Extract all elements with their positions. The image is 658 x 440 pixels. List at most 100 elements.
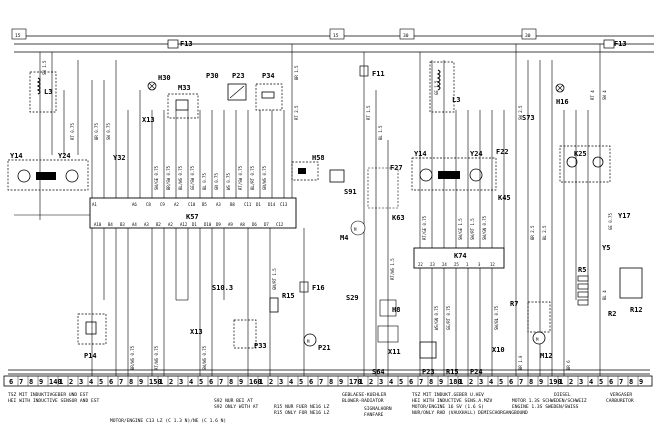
ruler-tick-label: 170	[349, 378, 362, 386]
ruler-tick-label: 3	[579, 378, 583, 386]
k57-pin: C9	[160, 202, 165, 207]
right-components: H16 F13 S73 F22 K45 K25 Y17 Y5 R5 R2 R12…	[419, 40, 643, 376]
ruler-tick-label: 190	[549, 378, 562, 386]
k57-pin: A2	[174, 202, 179, 207]
ruler-tick-label: 160	[249, 378, 262, 386]
k63-label: K63	[392, 214, 405, 222]
ruler-tick-label: 6	[109, 378, 113, 386]
caption-line: NUR/ONLY RHD (VAUXHALL)	[412, 410, 476, 416]
ruler-tick-label: 9	[639, 378, 643, 386]
ruler-tick-label: 8	[529, 378, 533, 386]
k57-pin: C13	[280, 202, 288, 207]
ruler-tick-label: 7	[419, 378, 423, 386]
ruler-tick-label: 2	[469, 378, 473, 386]
ruler-tick-label: 2	[369, 378, 373, 386]
k57-pin: A4	[132, 222, 137, 227]
y14-right-label: Y14	[414, 150, 427, 158]
ruler-tick-label: 1	[259, 378, 263, 386]
k57-pin: D10	[204, 222, 212, 227]
k57-pin: D9	[216, 222, 221, 227]
k57-pin: B2	[156, 222, 161, 227]
wire-label: RT/GE 0.75	[422, 215, 427, 240]
k57-pin: C8	[146, 202, 151, 207]
p23-top-label: P23	[232, 72, 245, 80]
ruler-tick-label: 5	[499, 378, 503, 386]
terminal-box	[329, 28, 345, 40]
caption-line: TSZ MIT INDUKTIVGEBER UND EST	[8, 392, 88, 398]
ruler-tick-label: 8	[229, 378, 233, 386]
y24-label: Y24	[58, 152, 71, 160]
k74-pin: 3	[478, 262, 481, 267]
ruler-tick-label: 2	[269, 378, 273, 386]
ruler-tick-label: 2	[69, 378, 73, 386]
fuse-f13-right	[603, 39, 615, 49]
x10-label: X10	[492, 346, 505, 354]
k74-module: K74 22 23 24 25 1 3 12	[413, 247, 505, 269]
l3-label: L3	[44, 88, 52, 96]
ruler-tick-label: 4	[289, 378, 293, 386]
ruler-tick-label: 1	[359, 378, 363, 386]
wire-label: SW/GE 1.5	[458, 218, 463, 240]
ruler-tick-label: 7	[219, 378, 223, 386]
sensor-group-top: M33 P30 P23 P34 X13	[142, 72, 283, 124]
wire-label: BL 1.5	[378, 125, 383, 140]
k74-pin: 25	[454, 262, 459, 267]
caption-line: S92 ONLY WITH AT	[214, 404, 258, 410]
ruler-tick-label: 1	[459, 378, 463, 386]
caption-line: MOTOR/ENGINE C13 LZ (C 1.3 N)/NE (C 1.6 …	[110, 418, 226, 424]
ruler-tick-label: 6	[9, 378, 13, 386]
k57-pin: B4	[108, 222, 113, 227]
ruler-tick-label: 5	[299, 378, 303, 386]
m12-label: M12	[540, 352, 553, 360]
wire-label: BR/SW 0.75	[166, 165, 171, 190]
f27-label: F27	[390, 164, 403, 172]
k57-box	[89, 197, 297, 229]
ruler-tick-label: 3	[79, 378, 83, 386]
k57-pin: C12	[276, 222, 284, 227]
ruler-tick-label: 8	[29, 378, 33, 386]
ruler-tick-label: 6	[509, 378, 513, 386]
wire-label: GE 0.75	[608, 213, 613, 230]
wire-label: BL 0.75	[202, 173, 207, 190]
wire-label: SW/GE 0.75	[154, 165, 159, 190]
k57-pin: A2	[168, 222, 173, 227]
s73-label: S73	[522, 114, 535, 122]
k57-pin: A3	[216, 202, 221, 207]
k57-pin: A6	[132, 202, 137, 207]
r7-label: R7	[510, 300, 518, 308]
wire-label: GN/RT 1.5	[272, 268, 277, 290]
wire-label: GN/WS 0.75	[262, 165, 267, 190]
ruler-tick-label: 9	[339, 378, 343, 386]
k57-pin: D7	[264, 222, 269, 227]
wire-label: RT/WS 1.5	[390, 258, 395, 280]
distributor-right: Y14 Y24	[411, 150, 497, 191]
ruler-tick-label: 5	[199, 378, 203, 386]
k57-pin: A1	[92, 202, 97, 207]
caption-line: R15 ONLY FOR NE16 LZ	[274, 410, 330, 416]
distributor-left: Y14 Y24 Y32	[7, 152, 126, 191]
caption-line: SIGNALHORN	[364, 406, 392, 412]
ruler-tick-label: 8	[629, 378, 633, 386]
wire-label: SW/BL 0.75	[494, 305, 499, 330]
s91-label: S91	[344, 188, 357, 196]
r5-label: R5	[578, 266, 586, 274]
coil-l3-left: L3	[29, 71, 57, 113]
wire-label: SW 2.5	[518, 105, 523, 120]
y17-label: Y17	[618, 212, 631, 220]
k57-pin: B8	[230, 202, 235, 207]
ruler-tick-label: 8	[129, 378, 133, 386]
caption-line: VERGASER	[610, 392, 632, 398]
ruler-tick-label: 3	[179, 378, 183, 386]
caption-line: DIESEL	[554, 392, 571, 398]
h8-label: H8	[392, 306, 400, 314]
r12-label: R12	[630, 306, 643, 314]
k57-pin: C11	[244, 202, 252, 207]
ruler-tick-label: 5	[599, 378, 603, 386]
s64-label: S64	[372, 368, 385, 376]
ruler-tick-label: 3	[379, 378, 383, 386]
f16-label: F16	[312, 284, 325, 292]
h16-label: H16	[556, 98, 569, 106]
f22-label: F22	[496, 148, 509, 156]
terminal-15-b: 15	[333, 33, 339, 39]
m4-label: M4	[340, 234, 348, 242]
